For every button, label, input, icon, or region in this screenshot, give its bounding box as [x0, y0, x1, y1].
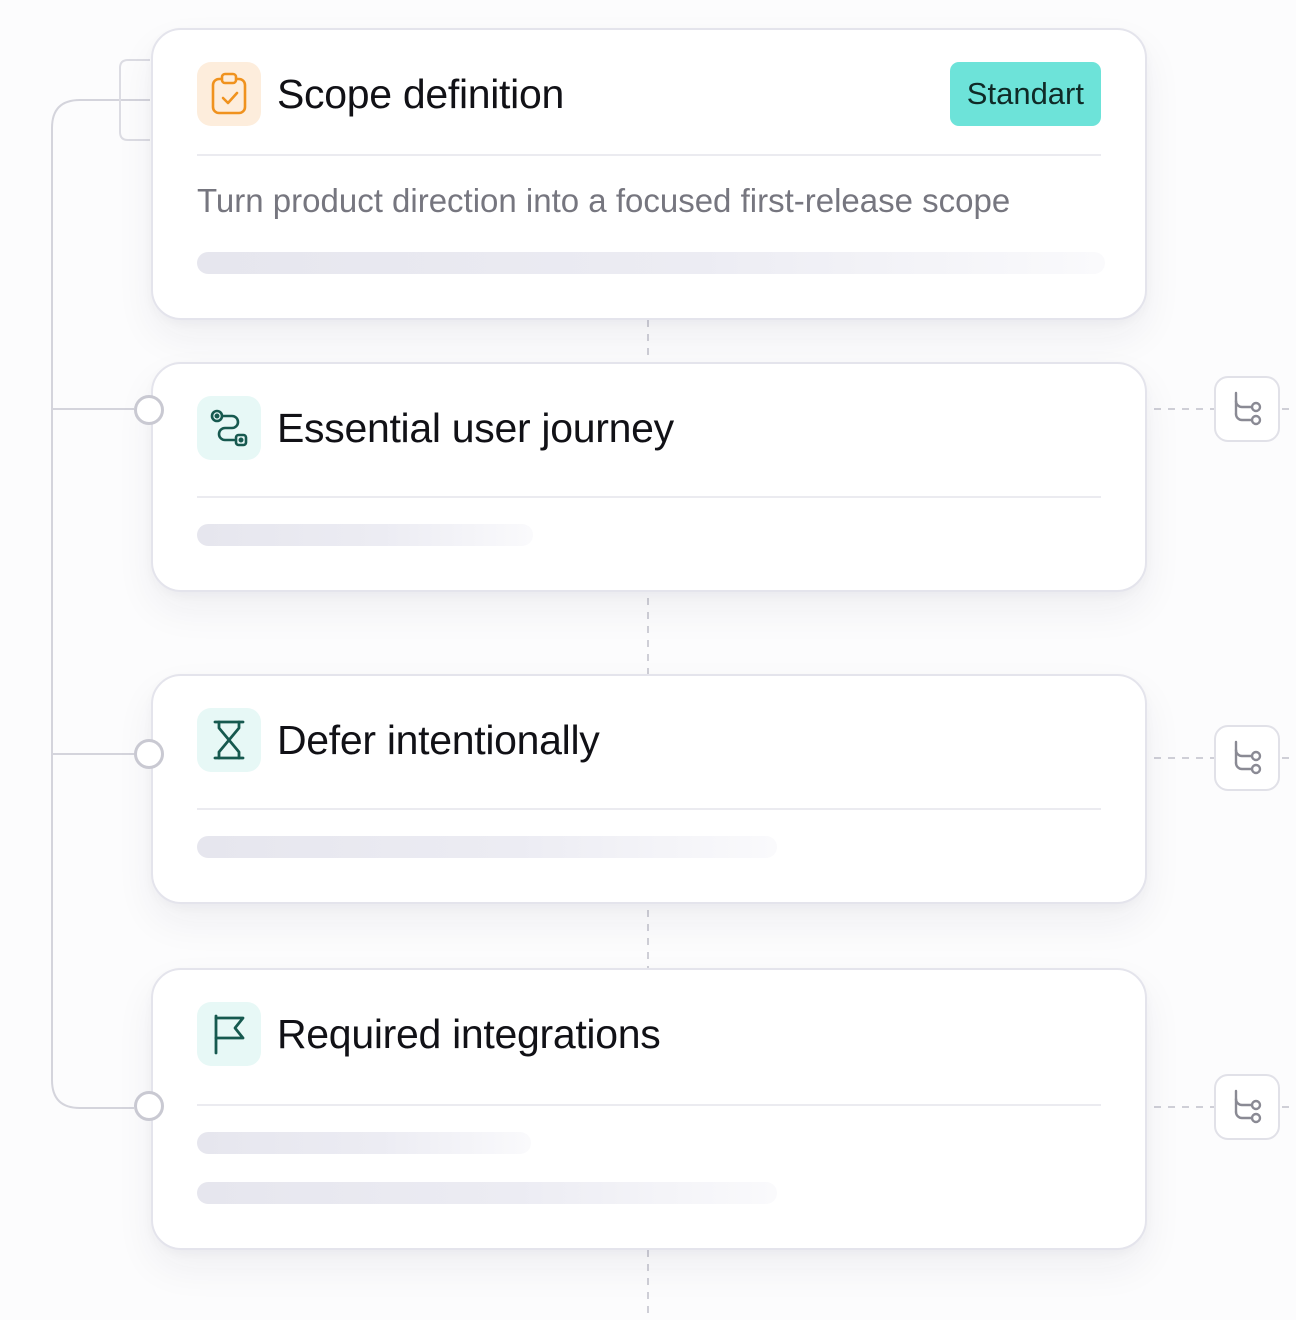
loading-placeholder: [197, 1132, 531, 1154]
step-title: Defer intentionally: [277, 717, 600, 763]
step-card-required-integrations[interactable]: Required integrations: [151, 968, 1147, 1250]
route-icon: [197, 396, 261, 460]
connection-node[interactable]: [134, 1091, 164, 1121]
step-card-scope-definition[interactable]: Scope definition Standart Turn product d…: [151, 28, 1147, 320]
flag-icon: [197, 1002, 261, 1066]
step-card-defer-intentionally[interactable]: Defer intentionally: [151, 674, 1147, 904]
connection-node[interactable]: [134, 739, 164, 769]
branch-icon: [1234, 740, 1262, 775]
hourglass-icon: [197, 708, 261, 772]
step-card-essential-user-journey[interactable]: Essential user journey: [151, 362, 1147, 592]
step-title: Scope definition: [277, 71, 564, 117]
branch-button[interactable]: [1214, 1074, 1280, 1140]
loading-placeholder: [197, 836, 777, 858]
status-badge[interactable]: Standart: [949, 62, 1101, 126]
divider: [197, 154, 1101, 156]
step-title: Required integrations: [277, 1011, 661, 1057]
step-title: Essential user journey: [277, 405, 674, 451]
card-header: Defer intentionally: [197, 708, 1101, 772]
divider: [197, 496, 1101, 498]
branch-button[interactable]: [1214, 376, 1280, 442]
divider: [197, 1104, 1101, 1106]
clipboard-check-icon: [197, 62, 261, 126]
loading-placeholder: [197, 524, 533, 546]
loading-placeholder: [197, 252, 1105, 274]
branch-button[interactable]: [1214, 725, 1280, 791]
connection-node[interactable]: [134, 395, 164, 425]
loading-placeholder: [197, 1182, 777, 1204]
card-header: Scope definition Standart: [197, 62, 1101, 126]
card-header: Essential user journey: [197, 396, 1101, 460]
divider: [197, 808, 1101, 810]
step-description: Turn product direction into a focused fi…: [197, 182, 1011, 219]
card-header: Required integrations: [197, 1002, 1101, 1066]
branch-icon: [1234, 1089, 1262, 1124]
branch-icon: [1234, 391, 1262, 426]
